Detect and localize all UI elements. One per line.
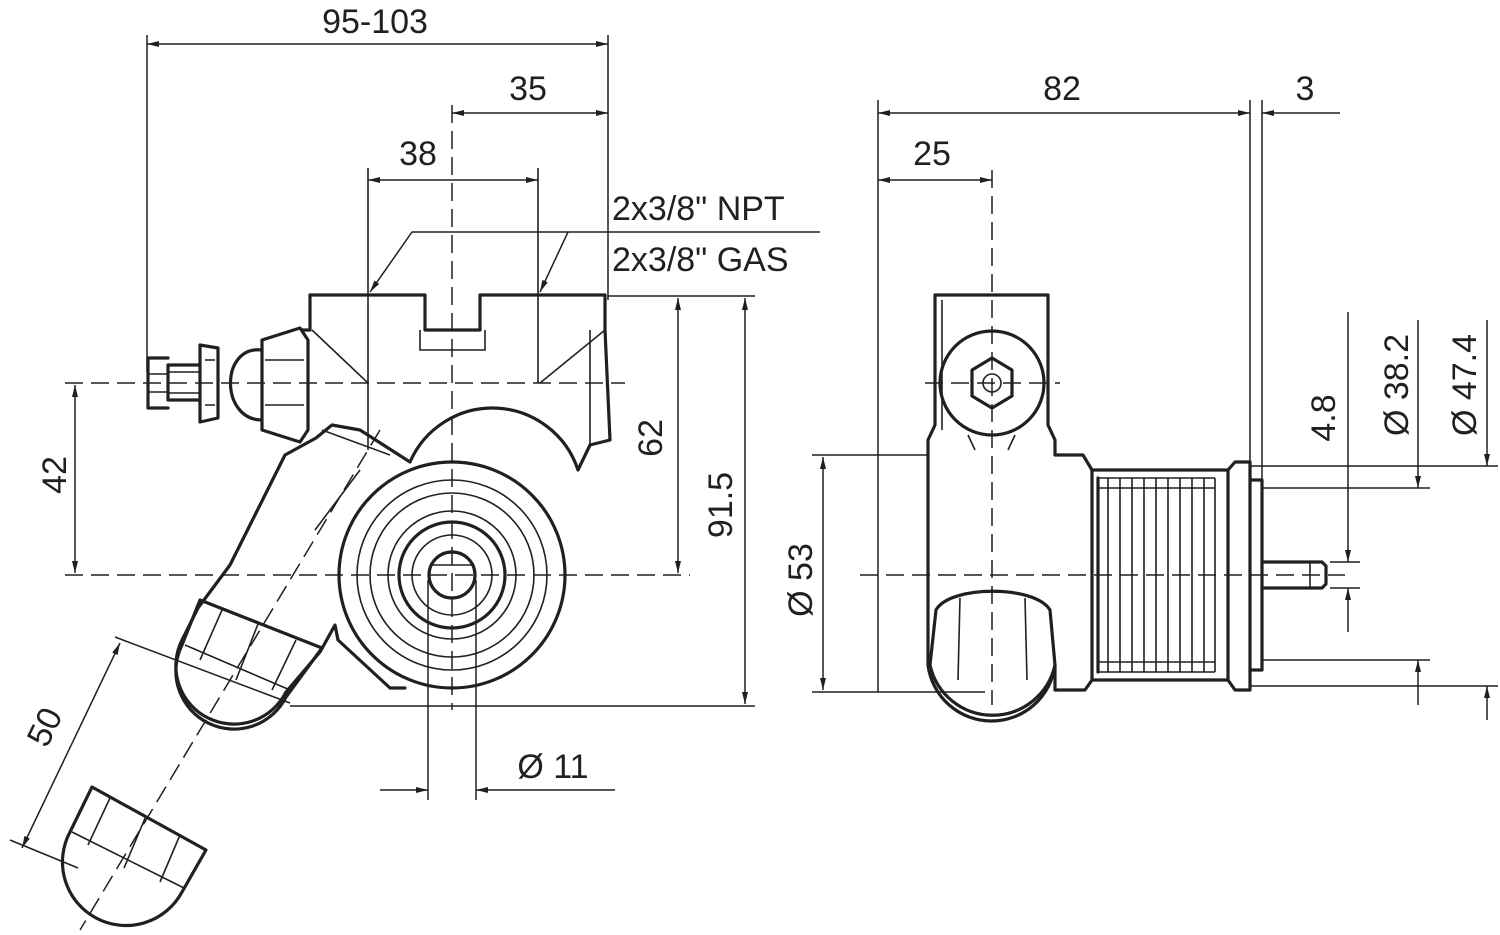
dim-depth: 82 <box>1043 70 1081 108</box>
dim-port-inset: 25 <box>913 135 951 173</box>
dim-flange-thickness: 3 <box>1296 70 1315 108</box>
leader-port-right <box>539 231 569 293</box>
filter-cap-removed <box>60 785 208 928</box>
ext-line-flange <box>1250 465 1498 687</box>
dim-overall-width: 95-103 <box>322 3 428 41</box>
dim-port-offset: 35 <box>509 70 547 108</box>
pump-front-view <box>60 105 690 931</box>
port-chamfer-right <box>539 329 606 384</box>
side-body-right <box>1053 663 1094 692</box>
dim-flange-dia: Ø 47.4 <box>1446 334 1484 436</box>
dim-axis-height: 42 <box>36 456 74 494</box>
pump-body-upper <box>300 293 312 332</box>
side-flange <box>1226 460 1252 692</box>
left-view-dimensions: 95-103 35 38 2x3/8" NPT 2x3/8" GAS 62 91… <box>9 3 820 869</box>
dim-port-spacing: 38 <box>399 135 437 173</box>
side-filter-cap <box>928 589 1057 717</box>
port-thread-gas: 2x3/8" GAS <box>612 241 789 279</box>
dim-line-filter-removal <box>21 642 121 849</box>
ext-line-filter-bottom <box>9 839 79 869</box>
leader-port-left <box>369 231 820 293</box>
side-port-neck <box>967 434 1016 451</box>
pump-side-view <box>860 170 1345 723</box>
bypass-valve <box>146 326 310 444</box>
dim-shaft-dia: Ø 11 <box>517 748 588 786</box>
side-shaft <box>1260 560 1328 590</box>
side-body-left <box>926 293 1057 723</box>
ext-line-filter-top <box>114 636 291 704</box>
right-view-dimensions: 82 3 25 Ø 53 4.8 Ø 38.2 Ø 47.4 <box>782 70 1498 720</box>
side-filter-facets <box>957 597 1028 681</box>
dim-filter-removal: 50 <box>20 702 71 753</box>
side-port-block <box>933 293 1094 472</box>
pump-body-outline <box>174 293 612 726</box>
port-chamfer-left <box>311 329 369 384</box>
dim-height-915: 91.5 <box>702 472 740 538</box>
dim-pilot-dia: Ø 38.2 <box>1378 334 1416 436</box>
filter-cap-attached <box>174 598 324 731</box>
dim-height-62: 62 <box>632 419 670 457</box>
dim-body-dia: Ø 53 <box>782 543 820 617</box>
ext-line-pilot <box>1262 487 1430 661</box>
port-thread-npt: 2x3/8" NPT <box>612 190 785 228</box>
filter-arm-inner <box>321 429 391 456</box>
dim-shaft-flat: 4.8 <box>1305 394 1343 441</box>
